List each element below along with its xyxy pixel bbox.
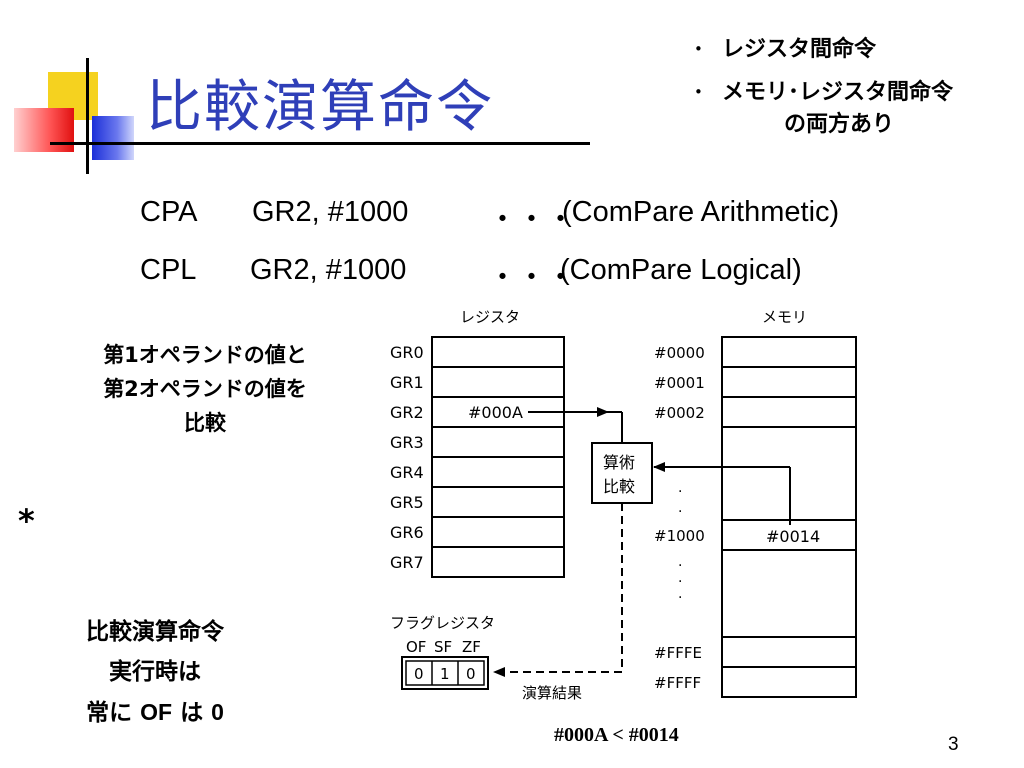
instruction-cpa-dots: ・・・: [488, 204, 576, 236]
bullet-item-register: レジスタ間命令: [694, 28, 953, 71]
flag-value-zf: 0: [466, 665, 476, 683]
memory-address-1000: #1000: [654, 527, 705, 545]
of-note-line: 比較演算命令: [86, 619, 224, 645]
bullet-item-memory-register: メモリ･レジスタ間命令: [694, 71, 953, 114]
flag-name-zf: ZF: [462, 638, 481, 656]
flag-value-of: 0: [414, 665, 424, 683]
register-label-gr1: GR1: [390, 373, 424, 392]
flag-value-sf: 1: [440, 665, 450, 683]
memory-address-0000: #0000: [654, 344, 705, 362]
register-label-gr4: GR4: [390, 463, 424, 482]
register-label-gr7: GR7: [390, 553, 424, 572]
ellipsis-dot: .: [678, 480, 682, 496]
comparison-note: #000A < #0014: [554, 724, 679, 746]
register-dividers: [432, 366, 564, 548]
instruction-cpl-args: GR2, #1000: [250, 254, 407, 286]
instruction-cpl-desc: (ComPare Logical): [560, 254, 802, 286]
operand-compare-note: 第1オペランドの値と 第2オペランドの値を 比較: [60, 338, 350, 440]
flag-register-inner: [405, 660, 485, 686]
register-label-gr6: GR6: [390, 523, 424, 542]
instruction-cpl-op: CPL: [140, 254, 197, 286]
result-label: 演算結果: [522, 684, 582, 702]
ellipsis-dot: .: [678, 500, 682, 516]
ellipsis-dot: .: [678, 586, 682, 602]
operand-note-line: 第2オペランドの値を: [103, 377, 307, 401]
alu-box: [591, 442, 653, 504]
register-label-gr5: GR5: [390, 493, 424, 512]
register-header: レジスタ: [460, 308, 520, 326]
page-number: 3: [948, 734, 959, 755]
logo-blue-square: [92, 116, 134, 160]
of-zero-note: 比較演算命令 実行時は 常に OF は 0: [40, 612, 270, 733]
flag-name-of: OF: [406, 638, 426, 656]
flag-register-outer: [401, 656, 489, 690]
memory-address-0001: #0001: [654, 374, 705, 392]
instruction-cpl-dots: ・・・: [488, 262, 576, 294]
asterisk-mark: *: [18, 502, 35, 540]
register-label-gr2: GR2: [390, 403, 424, 422]
memory-value-1000: #0014: [766, 527, 820, 546]
memory-header: メモリ: [762, 308, 807, 326]
memory-address-ffff: #FFFF: [654, 674, 701, 692]
flag-name-sf: SF: [434, 638, 452, 656]
memory-address-fffe: #FFFE: [654, 644, 702, 662]
title-underline: [50, 142, 590, 145]
ellipsis-dot: .: [678, 554, 682, 570]
ellipsis-dot: .: [678, 570, 682, 586]
memory-dividers: [722, 366, 856, 668]
operand-note-line: 比較: [184, 411, 226, 435]
memory-box: [721, 336, 857, 698]
memory-address-0002: #0002: [654, 404, 705, 422]
register-label-gr0: GR0: [390, 343, 424, 362]
of-note-line: 実行時は: [109, 659, 201, 685]
gr2-value: #000A: [468, 403, 523, 422]
bullet-list: レジスタ間命令 メモリ･レジスタ間命令 の両方あり: [694, 28, 953, 140]
operand-note-line: 第1オペランドの値と: [103, 343, 307, 367]
logo-vertical-line: [86, 58, 89, 174]
alu-label-line1: 算術: [603, 453, 635, 472]
of-note-line: 常に OF は 0: [86, 699, 224, 726]
register-label-gr3: GR3: [390, 433, 424, 452]
alu-label-line2: 比較: [603, 477, 635, 496]
instruction-cpa-desc: (ComPare Arithmetic): [562, 196, 840, 228]
slide-title: 比較演算命令: [146, 75, 494, 140]
instruction-cpa-args: GR2, #1000: [252, 196, 409, 228]
bullet-note: の両方あり: [784, 112, 895, 137]
instruction-cpa-op: CPA: [140, 196, 198, 228]
flag-register-label: フラグレジスタ: [390, 614, 495, 632]
